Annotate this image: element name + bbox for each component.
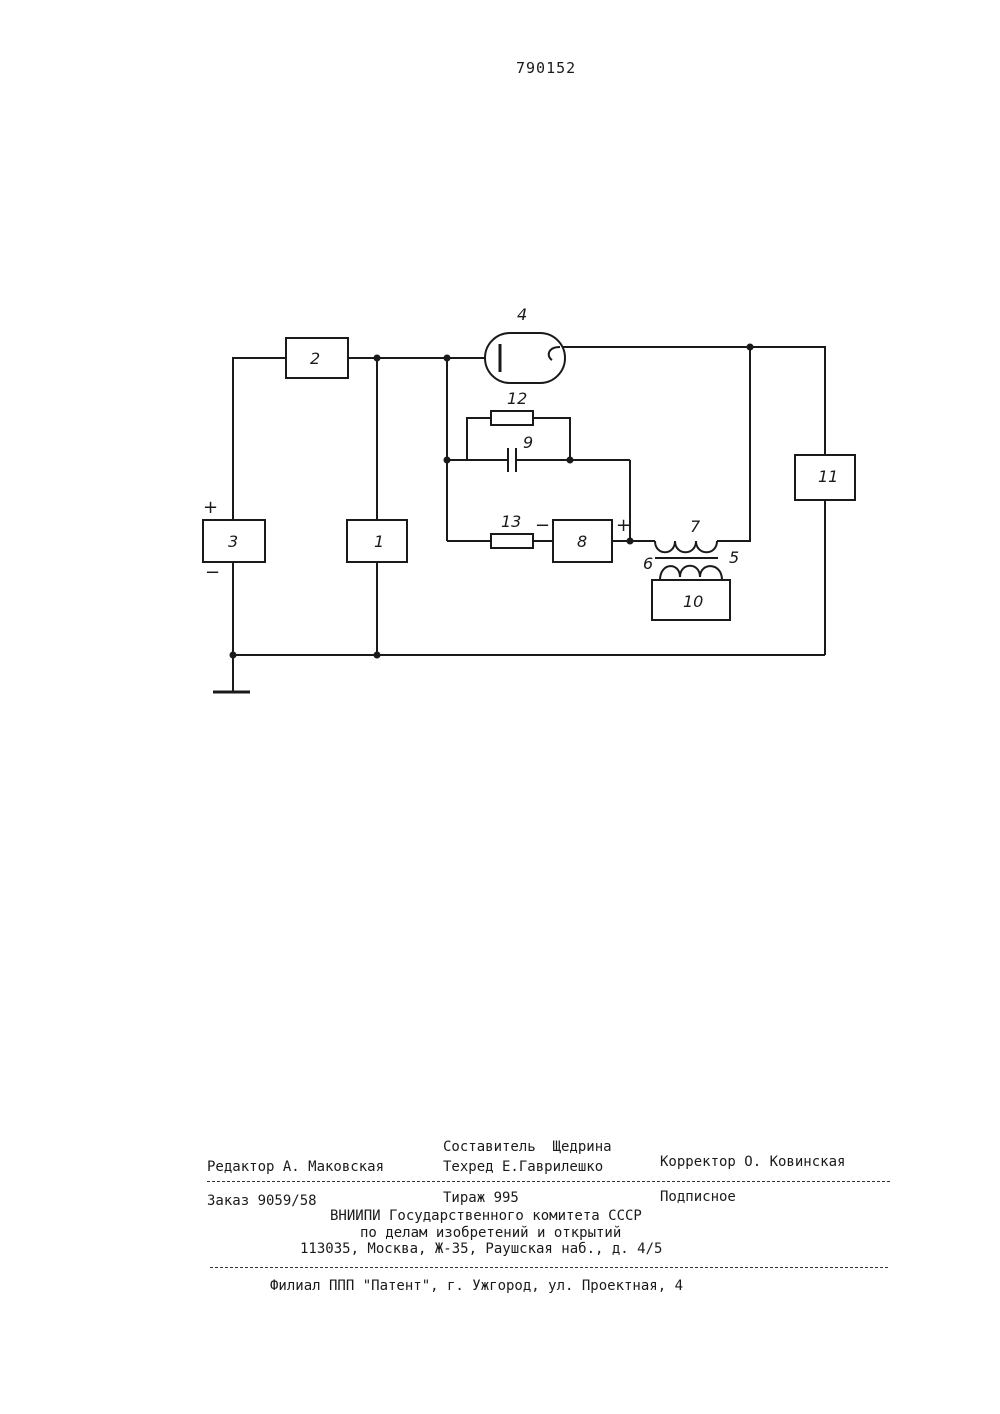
label-5: 5 [729,548,739,567]
wire-12-left [447,418,491,460]
winding-7 [655,541,717,552]
wire-tube-to-11 [560,347,825,455]
branch-line: Филиал ППП "Патент", г. Ужгород, ул. Про… [270,1278,683,1294]
resistor-12 [491,411,533,425]
divider-top [207,1181,890,1182]
label-minus-3: − [205,562,220,583]
label-plus-3: + [203,497,218,518]
org-line-1: ВНИИПИ Государственного комитета СССР [330,1208,642,1224]
label-2: 2 [310,349,320,368]
tube-4 [485,333,565,383]
circuit-diagram: 2 3 1 4 12 9 13 8 11 10 7 6 5 + − − + [0,0,1000,760]
techred-line: Техред Е.Гаврилешко [443,1159,603,1175]
label-plus-8: + [616,515,631,536]
order-line: Заказ 9059/58 [207,1193,317,1209]
wire-7-right [717,347,750,541]
node-dot [627,538,634,545]
org-line-2: по делам изобретений и открытий [360,1225,621,1241]
compiler-line: Составитель Щедрина [443,1139,612,1155]
label-3: 3 [228,532,238,551]
resistor-13 [491,534,533,548]
wire-12-right [533,418,570,460]
label-6: 6 [643,554,653,573]
node-dot [567,457,574,464]
node-dot [374,355,381,362]
label-12: 12 [507,389,527,408]
label-11: 11 [818,467,838,486]
node-dot [747,344,754,351]
winding-5-6 [660,566,722,580]
node-dot [374,652,381,659]
subscription-line: Подписное [660,1189,736,1205]
label-7: 7 [690,517,701,536]
label-10: 10 [683,592,703,611]
label-9: 9 [523,433,533,452]
label-8: 8 [577,532,587,551]
node-dot [230,652,237,659]
circulation-line: Тираж 995 [443,1190,519,1206]
address-line: 113035, Москва, Ж-35, Раушская наб., д. … [300,1241,662,1257]
node-dot [444,457,451,464]
corrector-line: Корректор О. Ковинская [660,1154,845,1170]
divider-bottom [210,1267,888,1268]
label-4: 4 [517,305,527,324]
wire-top-left [233,358,286,520]
node-dot [444,355,451,362]
label-1: 1 [374,532,384,551]
editor-line: Редактор А. Маковская [207,1159,384,1175]
label-13: 13 [501,512,521,531]
label-minus-8: − [535,515,550,536]
